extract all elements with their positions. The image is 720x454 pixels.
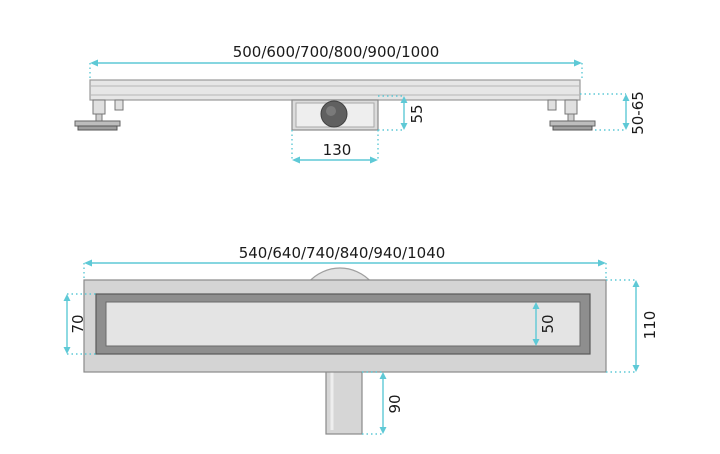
right-foot — [547, 99, 596, 131]
top-view: 540/640/740/840/940/1040 110 70 50 90 — [63, 244, 659, 435]
drain-grate — [105, 301, 581, 347]
trap-depth-label: 55 — [408, 104, 426, 123]
top-length-label: 540/640/740/840/940/1040 — [239, 244, 446, 262]
outer-height-label: 110 — [641, 311, 659, 340]
foot-height-label: 50-65 — [629, 91, 647, 135]
frame-height-label: 70 — [69, 314, 87, 333]
side-channel-bar — [89, 79, 581, 101]
side-trap — [291, 99, 379, 131]
outlet-length-label: 90 — [386, 394, 404, 413]
side-view: 500/600/700/800/900/1000 130 55 50-65 — [74, 43, 647, 164]
left-foot — [74, 99, 124, 131]
trap-width-label: 130 — [323, 141, 352, 159]
inner-height-label: 50 — [539, 314, 557, 333]
side-length-label: 500/600/700/800/900/1000 — [233, 43, 440, 61]
